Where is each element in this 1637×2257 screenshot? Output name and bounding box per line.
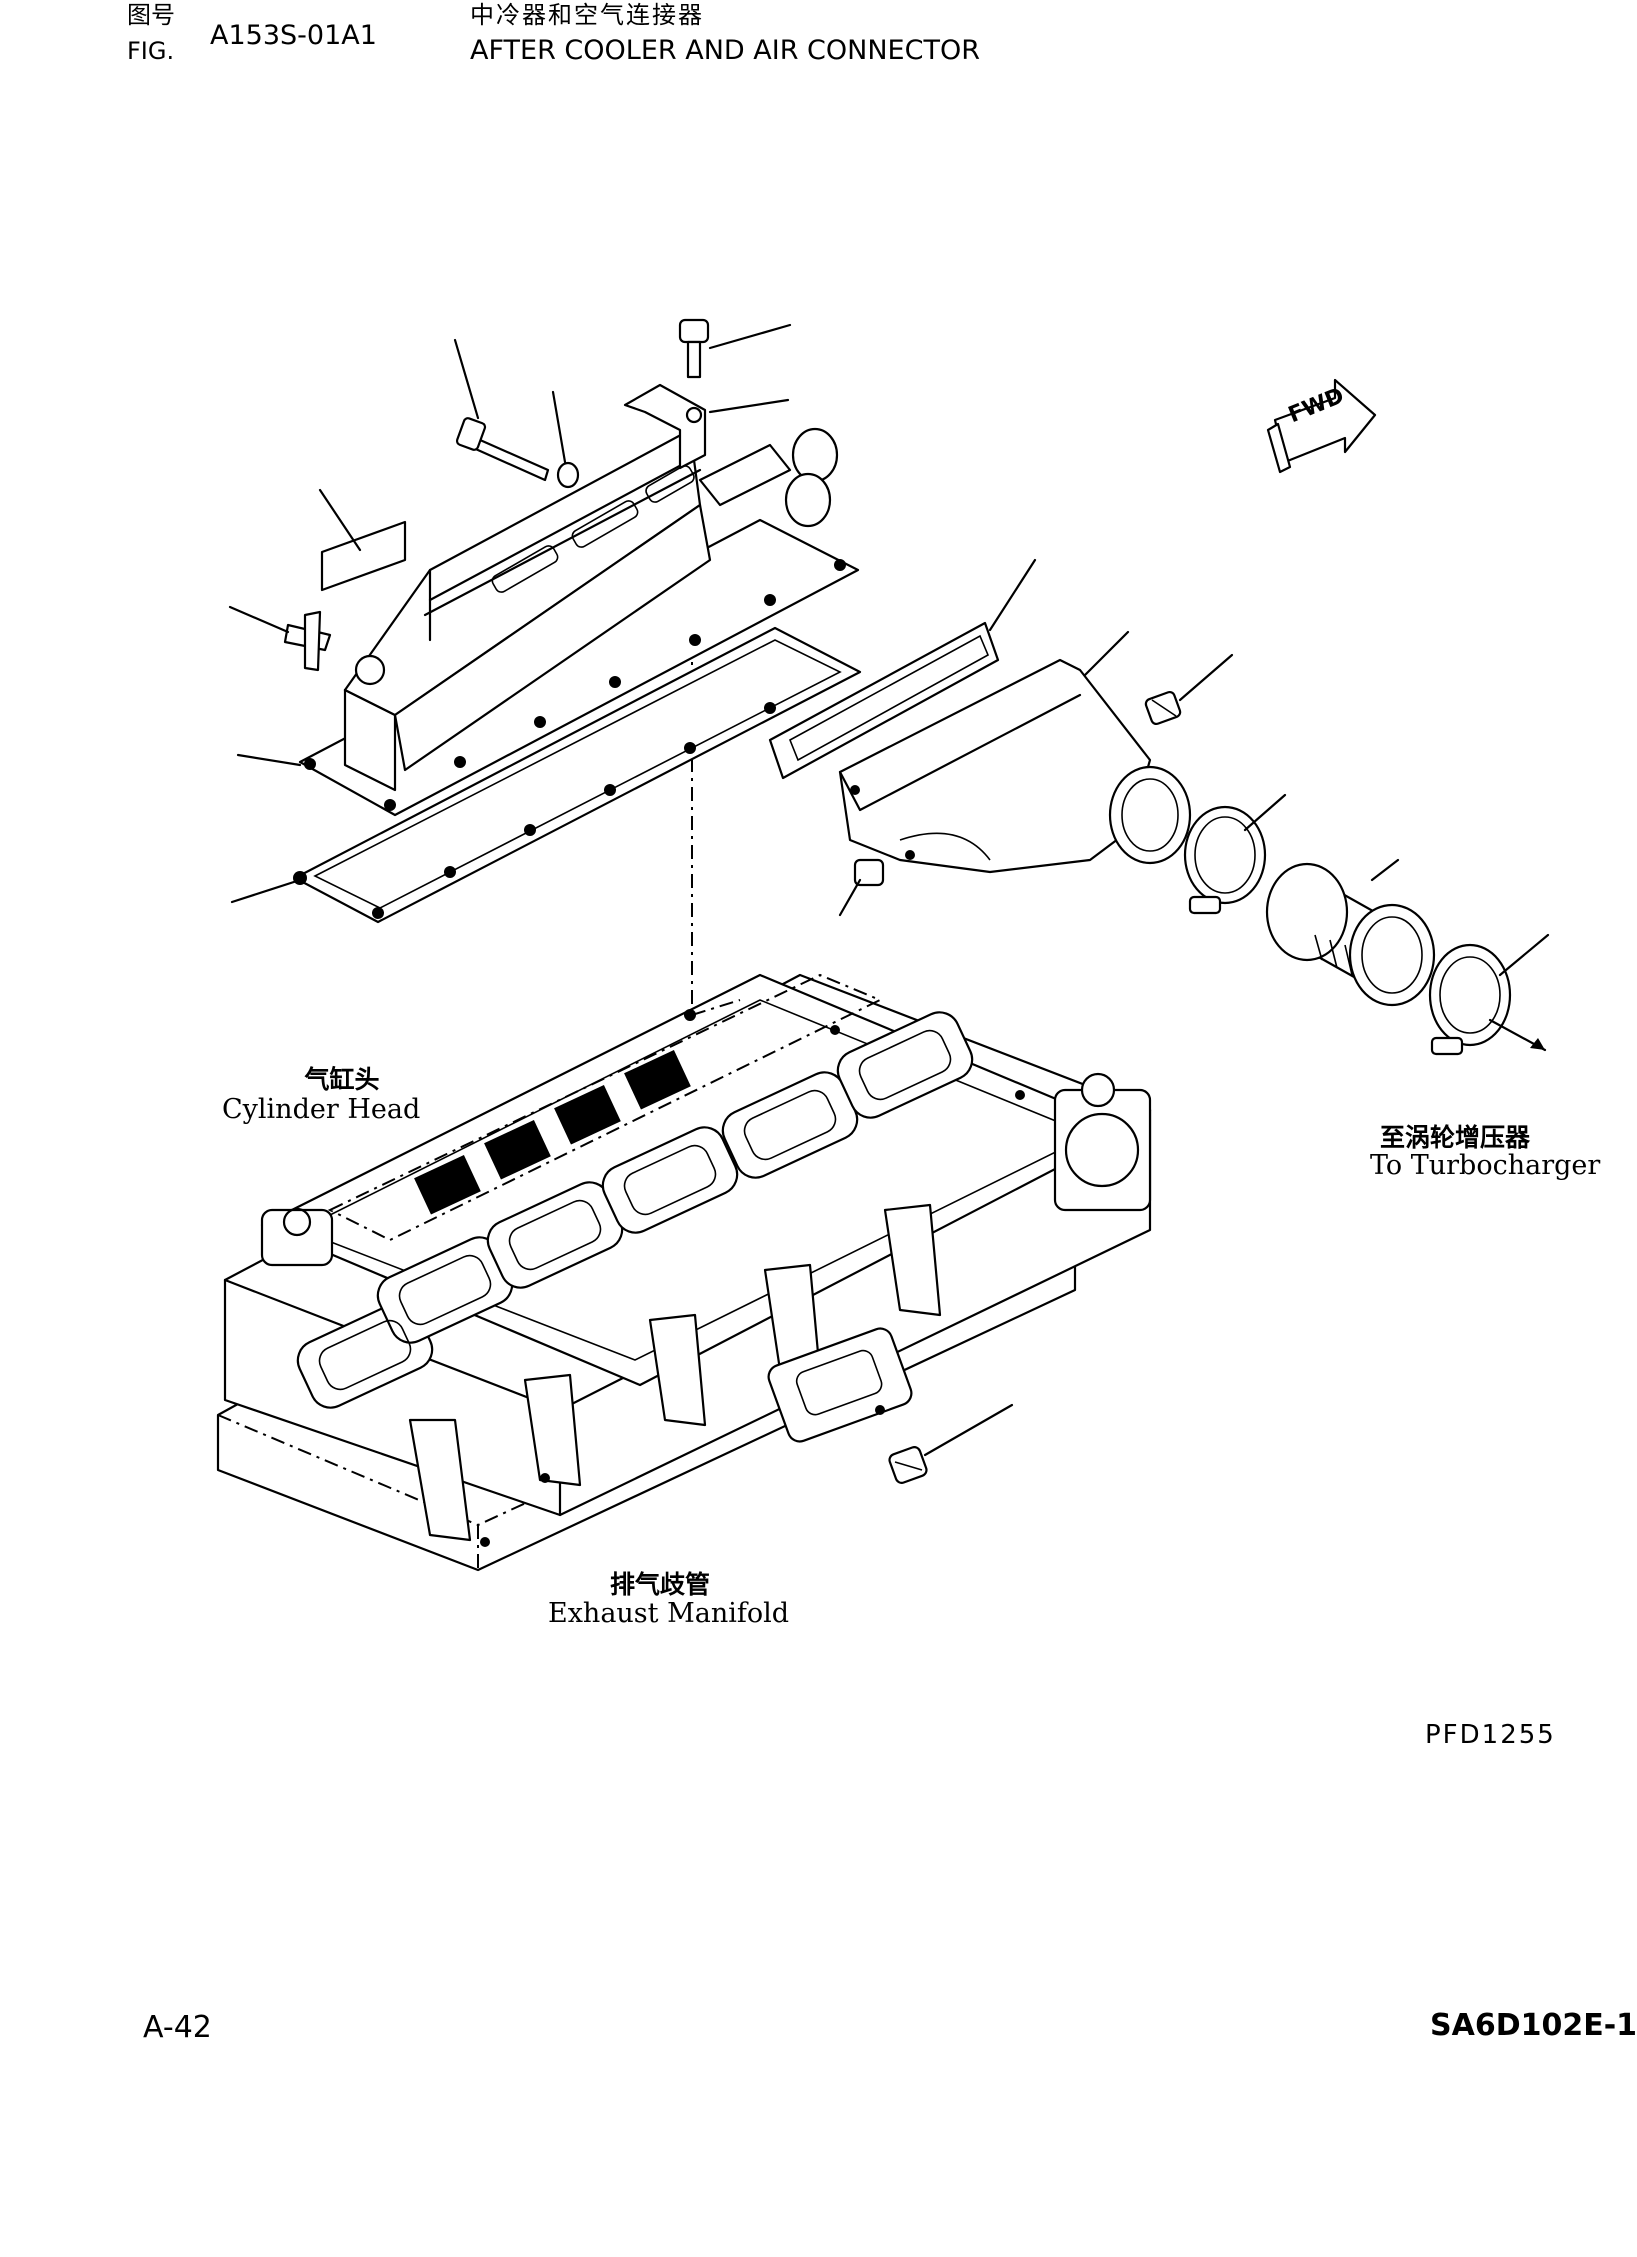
fig-label-cn: 图号 (127, 1, 175, 29)
cylinder-head-label-cn: 气缸头 (304, 1065, 380, 1094)
cylinder-head-label-en: Cylinder Head (222, 1094, 421, 1125)
page-number: A-42 (143, 2010, 212, 2045)
title-cn: 中冷器和空气连接器 (470, 1, 704, 29)
air-connector (838, 658, 1192, 874)
fig-label-en: FIG. (127, 37, 175, 65)
fwd-arrow-icon (1266, 378, 1377, 474)
hose-clamp-2 (1428, 943, 1512, 1056)
title-en: AFTER COOLER AND AIR CONNECTOR (470, 35, 980, 66)
drain-cock (283, 610, 332, 672)
plug-lower (853, 858, 885, 887)
exhaust-manifold-label-cn: 排气歧管 (610, 1570, 711, 1599)
connector-hose (1265, 862, 1436, 1007)
gasket (293, 626, 862, 924)
after-cooler (298, 383, 860, 817)
cylinder-port-row (296, 1011, 974, 1409)
drawing-code: PFD1255 (1425, 1720, 1556, 1750)
model-code: SA6D102E-1 (1430, 2008, 1637, 2043)
cylinder-head-assembly (216, 973, 1152, 1572)
plug-manifold (888, 1446, 928, 1484)
turbocharger-label-cn: 至涡轮增压器 (1380, 1123, 1531, 1152)
connector-gasket (768, 621, 1000, 780)
turbocharger-arrow-icon (1530, 1038, 1545, 1050)
exhaust-manifold-label-en: Exhaust Manifold (548, 1598, 790, 1629)
cooler-mounting-bolt (455, 417, 580, 489)
top-bolt (678, 318, 710, 424)
figure-number: A153S-01A1 (210, 20, 377, 51)
leader-lines (228, 323, 1550, 1457)
turbocharger-label-en: To Turbocharger (1370, 1150, 1601, 1181)
label-plate (320, 520, 407, 592)
plug-upper (1144, 690, 1182, 726)
